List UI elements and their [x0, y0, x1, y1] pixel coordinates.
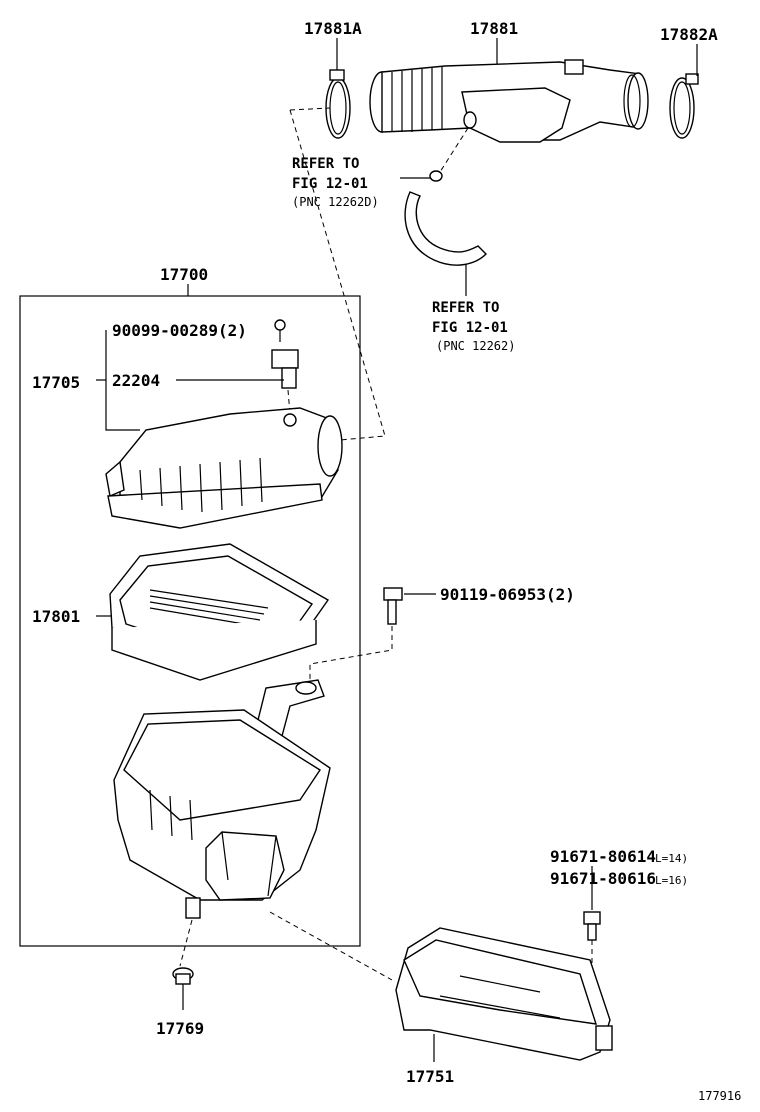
label-17705: 17705	[32, 373, 80, 392]
clamp-17882a	[669, 44, 699, 139]
intake-hose-17881	[369, 38, 649, 143]
air-cleaner-cap	[105, 407, 343, 529]
refer-note-2-line3: (PNC 12262)	[436, 339, 515, 353]
refer-note-1-line3: (PNC 12262D)	[292, 195, 379, 209]
bolt-90119	[383, 587, 403, 625]
label-91671-a-length: L=14)	[655, 852, 688, 865]
screw-90099	[274, 319, 286, 342]
sensor-22204	[271, 349, 299, 389]
refer-note-2-line1: REFER TO	[432, 300, 499, 316]
bolt-91671	[583, 911, 601, 941]
refer-note-1-line1: REFER TO	[292, 156, 359, 172]
label-22204: 22204	[112, 371, 160, 390]
label-17700: 17700	[160, 265, 208, 284]
label-17801: 17801	[32, 607, 80, 626]
figure-id: 177916	[698, 1089, 741, 1103]
label-91671-b-length: L=16)	[655, 874, 688, 887]
refer-note-1-line2: FIG 12-01	[292, 176, 368, 192]
label-17751: 17751	[406, 1067, 454, 1086]
clip-part	[429, 170, 443, 182]
assembly-17700-box	[19, 295, 361, 947]
air-cleaner-case	[113, 679, 331, 919]
vacuum-hose	[404, 191, 487, 266]
intake-duct-17751	[395, 927, 613, 1061]
label-17882a: 17882A	[660, 25, 718, 44]
label-91671-a: 91671-80614	[550, 847, 656, 866]
label-90119: 90119-06953(2)	[440, 585, 575, 604]
label-17881a: 17881A	[304, 19, 362, 38]
filter-element-17801	[109, 543, 330, 681]
label-90099: 90099-00289(2)	[112, 321, 247, 340]
refer-note-2-line2: FIG 12-01	[432, 320, 508, 336]
label-91671-b: 91671-80616	[550, 869, 656, 888]
clamp-17881a	[325, 38, 351, 139]
label-17881: 17881	[470, 19, 518, 38]
label-17769: 17769	[156, 1019, 204, 1038]
grommet-17769	[172, 967, 194, 985]
